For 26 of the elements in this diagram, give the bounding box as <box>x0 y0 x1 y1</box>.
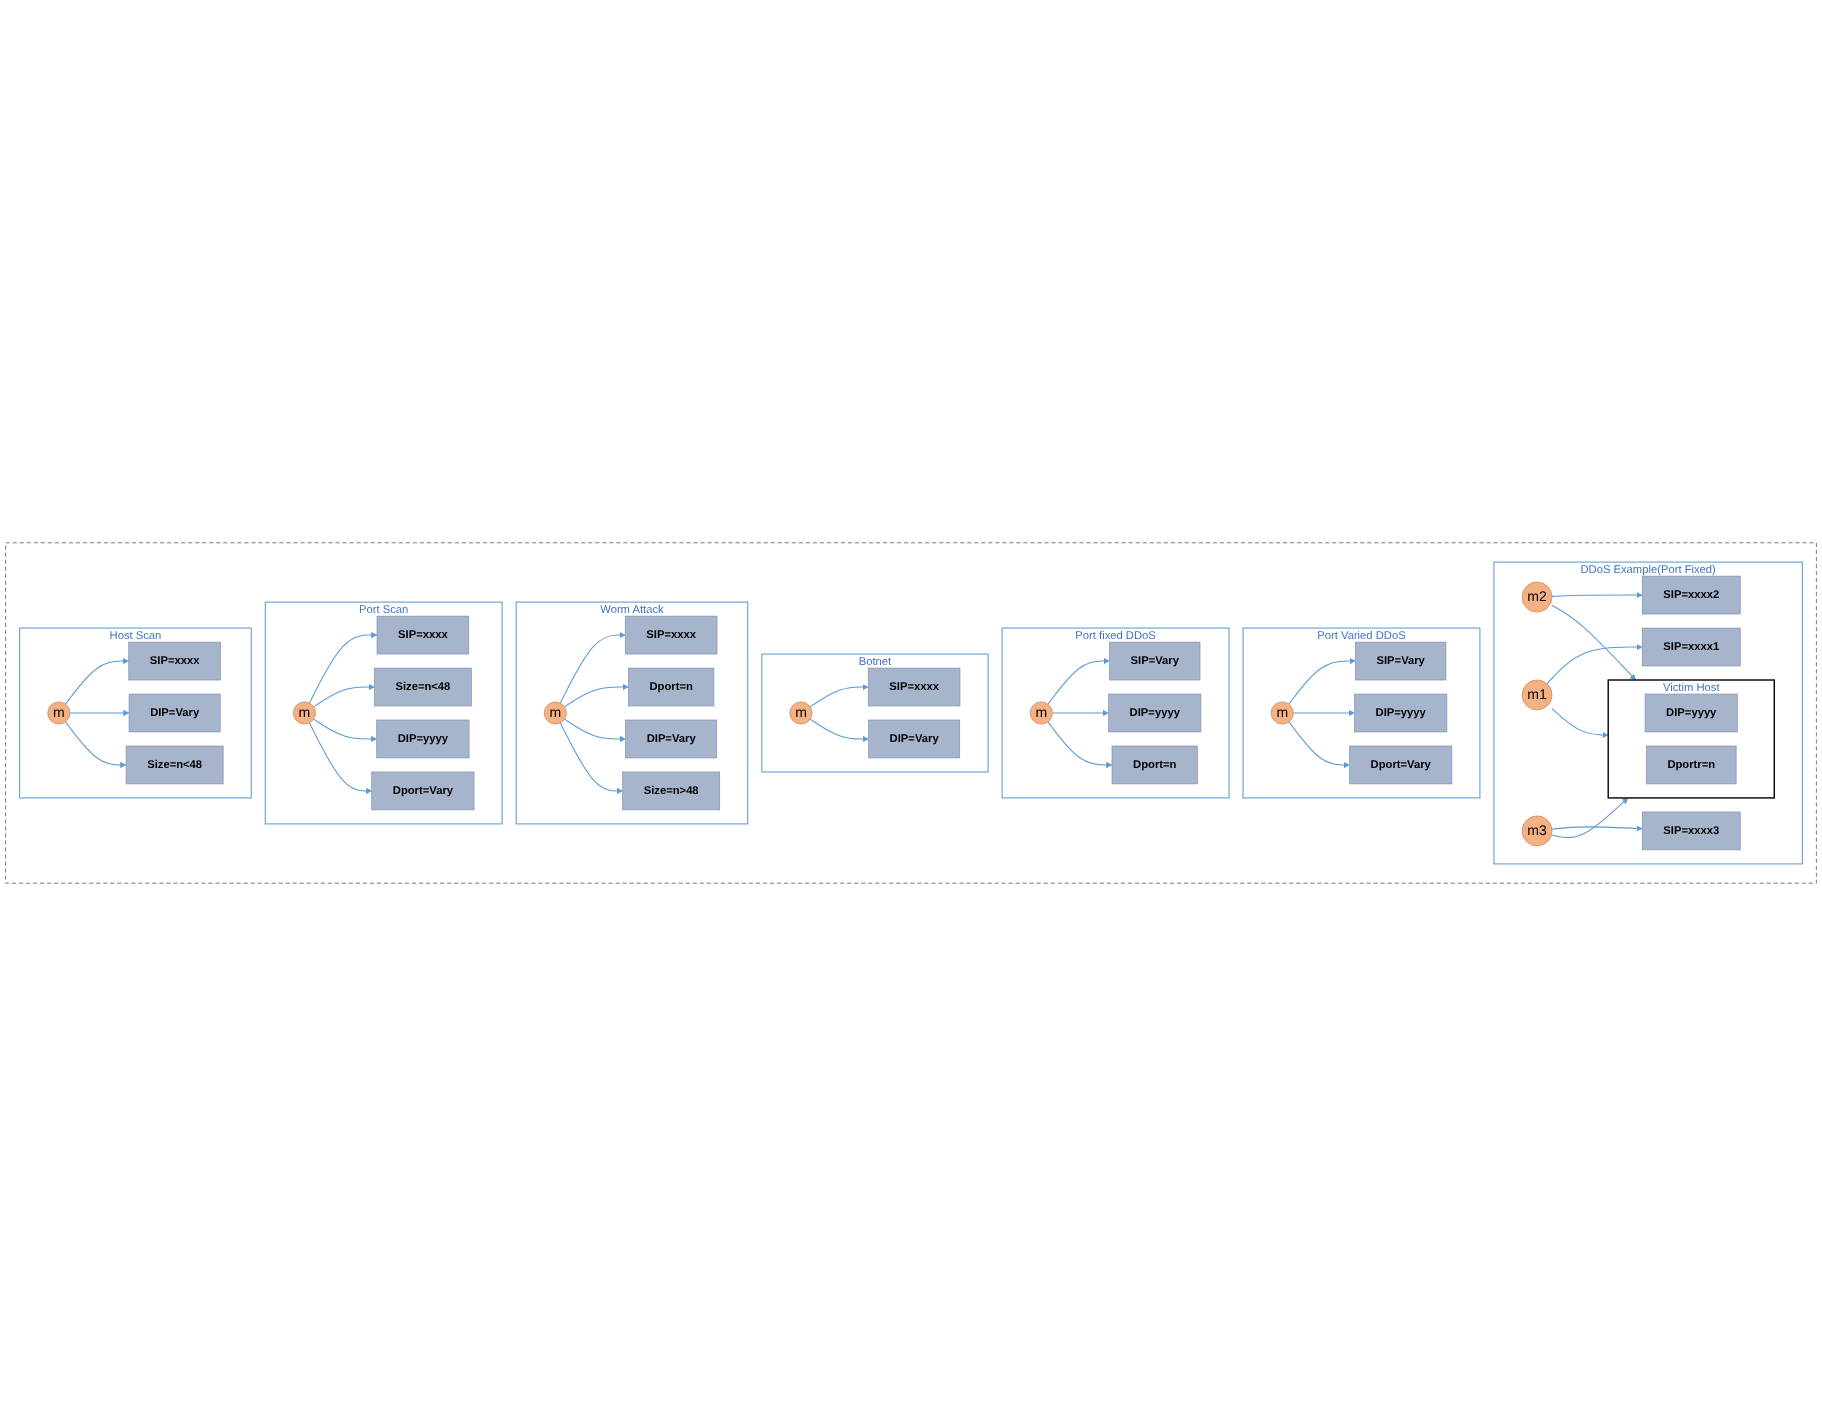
arrow <box>1551 592 1643 599</box>
arrow <box>308 722 372 794</box>
arrow <box>1047 721 1113 769</box>
arrow <box>65 721 127 769</box>
arrow <box>1551 825 1643 832</box>
arrow <box>1551 708 1609 738</box>
arrow <box>69 709 130 717</box>
arrow <box>809 683 869 708</box>
arrow <box>564 683 629 708</box>
arrow <box>1546 643 1643 685</box>
arrow <box>313 683 375 708</box>
arrow <box>65 657 130 705</box>
arrow <box>1047 657 1110 705</box>
arrow <box>1288 657 1356 705</box>
arrow <box>564 718 626 743</box>
arrow <box>1288 721 1350 769</box>
arrow <box>809 718 869 743</box>
cluster <box>5 542 1817 884</box>
arrow <box>1551 604 1636 681</box>
arrow <box>559 632 626 704</box>
arrow <box>308 632 378 704</box>
arrow <box>1292 709 1355 717</box>
arrow <box>1051 709 1109 717</box>
arrow <box>313 718 377 743</box>
arrow <box>559 722 623 794</box>
arrow <box>1551 797 1629 839</box>
